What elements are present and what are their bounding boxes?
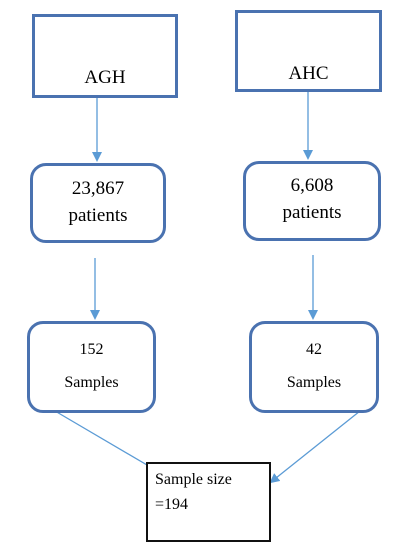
ahc-samples-node: 42 Samples xyxy=(249,321,379,413)
ahc-samples-count: 42 xyxy=(306,341,322,358)
sample-size-value: =194 xyxy=(155,496,189,513)
agh-label: AGH xyxy=(84,67,126,88)
agh-node: AGH xyxy=(32,14,178,98)
agh-samples-unit: Samples xyxy=(64,374,119,391)
sample-size-node: Sample size =194 xyxy=(146,462,271,542)
agh-samples-node: 152 Samples xyxy=(27,321,156,413)
ahc-patients-unit: patients xyxy=(282,202,342,223)
ahc-samples-unit: Samples xyxy=(286,374,342,391)
agh-samples-count: 152 xyxy=(79,341,104,358)
arrow-ahc-samples-to-total xyxy=(269,410,361,484)
ahc-patients-count: 6,608 xyxy=(290,175,334,196)
ahc-patients-node: 6,608 patients xyxy=(243,161,381,241)
ahc-node: AHC xyxy=(235,10,382,92)
agh-patients-count: 23,867 xyxy=(71,178,125,199)
sample-size-label: Sample size xyxy=(155,471,232,488)
agh-patients-node: 23,867 patients xyxy=(30,163,166,243)
agh-patients-unit: patients xyxy=(68,205,128,226)
ahc-label: AHC xyxy=(288,63,329,84)
